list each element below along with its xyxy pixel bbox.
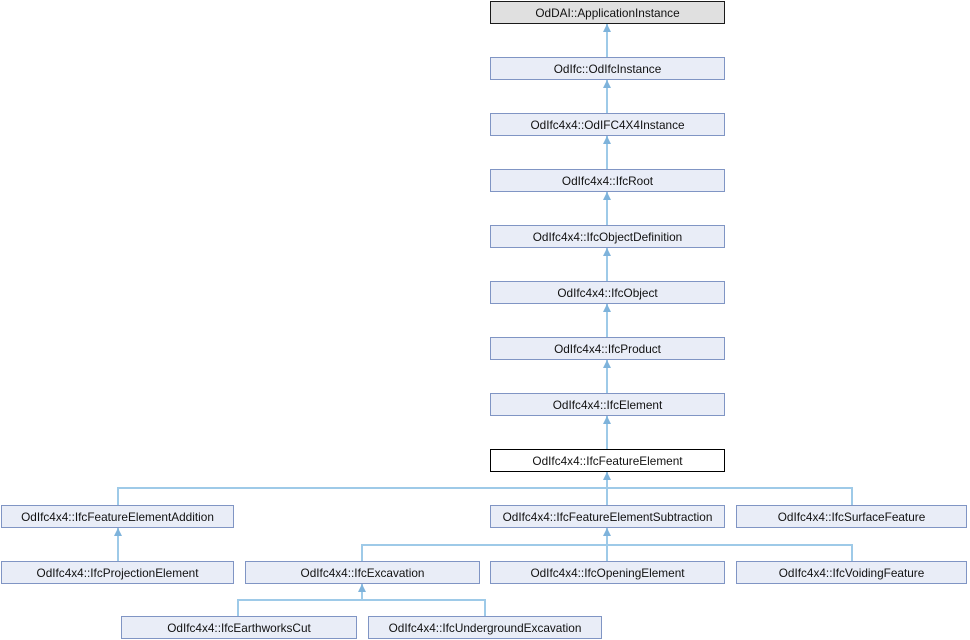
edge-drop-to-featureelementaddition	[117, 487, 119, 505]
arrowhead-into-ifcobjectdefinition	[603, 248, 611, 256]
edge-odifcinstance-to-applicationinstance	[606, 23, 608, 57]
edge-drop-to-earthworkscut	[237, 599, 239, 616]
edge-projectionelement-to-addition	[117, 527, 119, 561]
arrowhead-into-ifcelement	[603, 416, 611, 424]
node-odifc4x4-ifcfeatureelementsubtraction[interactable]: OdIfc4x4::IfcFeatureElementSubtraction	[490, 505, 725, 528]
node-odifc4x4-ifcsurfacefeature[interactable]: OdIfc4x4::IfcSurfaceFeature	[736, 505, 967, 528]
arrowhead-into-ifcroot	[603, 192, 611, 200]
node-odifc4x4-ifcundergroundexcavation[interactable]: OdIfc4x4::IfcUndergroundExcavation	[368, 616, 602, 639]
node-odifc4x4-ifcprojectionelement[interactable]: OdIfc4x4::IfcProjectionElement	[1, 561, 234, 584]
edge-bus-subtraction-children	[361, 544, 853, 546]
node-odifc4x4-ifcobject[interactable]: OdIfc4x4::IfcObject	[490, 281, 725, 304]
node-odifc4x4-ifcroot[interactable]: OdIfc4x4::IfcRoot	[490, 169, 725, 192]
node-odifc4x4-ifcopeningelement[interactable]: OdIfc4x4::IfcOpeningElement	[490, 561, 725, 584]
node-oddai-applicationinstance: OdDAI::ApplicationInstance	[490, 1, 725, 24]
arrowhead-into-ifcproduct	[603, 360, 611, 368]
node-odifc4x4-ifcearthworkscut[interactable]: OdIfc4x4::IfcEarthworksCut	[121, 616, 357, 639]
edge-ifcroot-to-odifc4x4instance	[606, 135, 608, 169]
edge-ifcobject-to-ifcobjectdefinition	[606, 247, 608, 281]
edge-bus-excavation-children	[237, 599, 486, 601]
node-odifc4x4-ifcproduct[interactable]: OdIfc4x4::IfcProduct	[490, 337, 725, 360]
edge-ifcelement-to-ifcproduct	[606, 359, 608, 393]
edge-drop-to-voidingfeature	[851, 544, 853, 561]
edge-drop-to-surfacefeature	[851, 487, 853, 505]
edge-ifcobjectdefinition-to-ifcroot	[606, 191, 608, 225]
edge-drop-to-undergroundexcavation	[484, 599, 486, 616]
edge-ifcproduct-to-ifcobject	[606, 303, 608, 337]
arrowhead-into-odifc4x4instance	[603, 136, 611, 144]
arrowhead-into-odifcinstance	[603, 80, 611, 88]
arrowhead-into-applicationinstance	[603, 24, 611, 32]
arrowhead-into-subtraction	[603, 528, 611, 536]
node-odifc4x4-ifcfeatureelement: OdIfc4x4::IfcFeatureElement	[490, 449, 725, 472]
node-odifc4x4-odifc4x4instance[interactable]: OdIfc4x4::OdIFC4X4Instance	[490, 113, 725, 136]
edge-ifcfeatureelement-to-ifcelement	[606, 415, 608, 449]
arrowhead-into-addition	[114, 528, 122, 536]
node-odifc4x4-ifcfeatureelementaddition[interactable]: OdIfc4x4::IfcFeatureElementAddition	[1, 505, 234, 528]
node-odifc4x4-ifcelement[interactable]: OdIfc4x4::IfcElement	[490, 393, 725, 416]
node-odifc4x4-ifcobjectdefinition[interactable]: OdIfc4x4::IfcObjectDefinition	[490, 225, 725, 248]
node-odifc4x4-ifcvoidingfeature[interactable]: OdIfc4x4::IfcVoidingFeature	[736, 561, 967, 584]
edge-bus-featureelement-children	[117, 487, 853, 489]
arrowhead-into-ifcobject	[603, 304, 611, 312]
arrowhead-into-ifcfeatureelement	[603, 472, 611, 480]
node-odifc-odifcinstance[interactable]: OdIfc::OdIfcInstance	[490, 57, 725, 80]
arrowhead-into-excavation	[358, 584, 366, 592]
edge-drop-to-excavation	[361, 544, 363, 561]
node-odifc4x4-ifcexcavation[interactable]: OdIfc4x4::IfcExcavation	[245, 561, 480, 584]
edge-odifc4x4instance-to-odifcinstance	[606, 79, 608, 113]
